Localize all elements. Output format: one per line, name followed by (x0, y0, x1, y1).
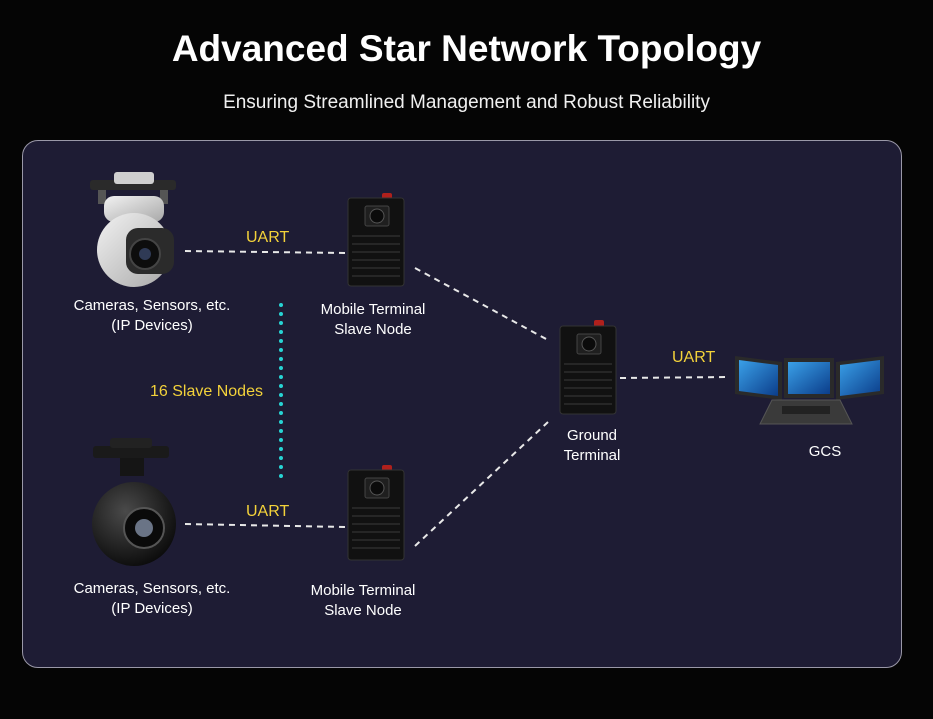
camera-top-icon (90, 172, 176, 287)
ground-terminal-label: Ground Terminal (542, 426, 642, 466)
slave-top-label-line2: Slave Node (334, 321, 412, 338)
link-camera-top-slave-top (184, 250, 346, 254)
camera-bottom-label: Cameras, Sensors, etc. (IP Devices) (45, 579, 259, 619)
slave-bottom-label: Mobile Terminal Slave Node (288, 581, 438, 621)
uart-bottom-label: UART (246, 503, 290, 520)
camera-bottom-icon (92, 438, 176, 566)
slave-bottom-label-line2: Slave Node (324, 602, 402, 619)
link-camera-bottom-slave-bottom (184, 523, 346, 528)
camera-top-label-line2: (IP Devices) (111, 317, 193, 334)
link-ground-gcs (619, 376, 731, 379)
diagram-panel (22, 140, 902, 668)
camera-bottom-label-line1: Cameras, Sensors, etc. (73, 580, 231, 597)
slave-top-label: Mobile Terminal Slave Node (298, 300, 448, 340)
gcs-label: GCS (808, 443, 842, 460)
camera-top-label: Cameras, Sensors, etc. (IP Devices) (45, 296, 259, 336)
ground-terminal-icon (559, 320, 617, 415)
page-subtitle: Ensuring Streamlined Management and Robu… (223, 92, 710, 113)
link-slave-bottom-ground (414, 421, 549, 547)
ground-terminal-label-line2: Terminal (563, 447, 621, 464)
camera-top-label-line1: Cameras, Sensors, etc. (73, 297, 231, 314)
slave-count-label: 16 Slave Nodes (150, 383, 263, 400)
uart-top-label: UART (246, 229, 290, 246)
slave-top-label-line1: Mobile Terminal (320, 301, 426, 318)
ground-terminal-label-line1: Ground (566, 427, 618, 444)
slave-node-top-icon (347, 193, 405, 287)
connection-lines (184, 250, 731, 547)
slave-bottom-label-line1: Mobile Terminal (310, 582, 416, 599)
page-title: Advanced Star Network Topology (171, 28, 762, 69)
slave-node-bottom-icon (347, 465, 405, 561)
camera-bottom-label-line2: (IP Devices) (111, 600, 193, 617)
gcs-laptop-icon (735, 356, 884, 425)
link-slave-top-ground (414, 267, 549, 341)
uart-gcs-label: UART (672, 349, 716, 366)
